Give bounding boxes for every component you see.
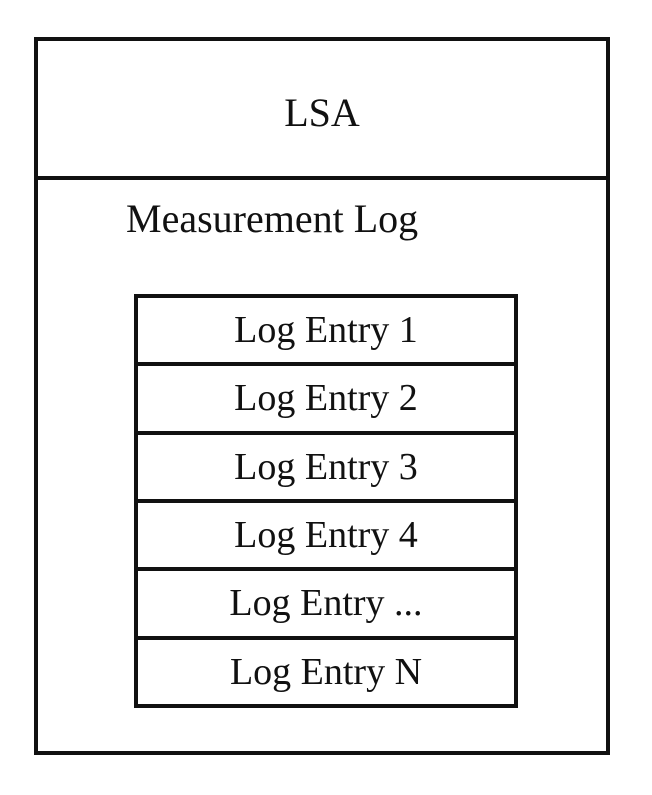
lsa-header: LSA <box>38 41 606 180</box>
measurement-log-title: Measurement Log <box>126 196 419 241</box>
log-entry-n: Log Entry N <box>229 650 423 693</box>
log-entry-4: Log Entry 4 <box>138 503 514 572</box>
log-entry-ellipsis: Log Entry ... <box>138 571 514 640</box>
log-entry-1: Log Entry 1 <box>138 298 514 367</box>
log-entry-list: Log Entry 1 Log Entry 2 Log Entry 3 Log … <box>134 294 518 708</box>
log-entry-2: Log Entry 2 <box>138 366 514 435</box>
lsa-header-label: LSA <box>284 89 360 135</box>
log-entry-3: Log Entry 3 <box>138 435 514 503</box>
lsa-container: LSA Measurement Log Log Entry 1 Log Entr… <box>34 37 610 755</box>
